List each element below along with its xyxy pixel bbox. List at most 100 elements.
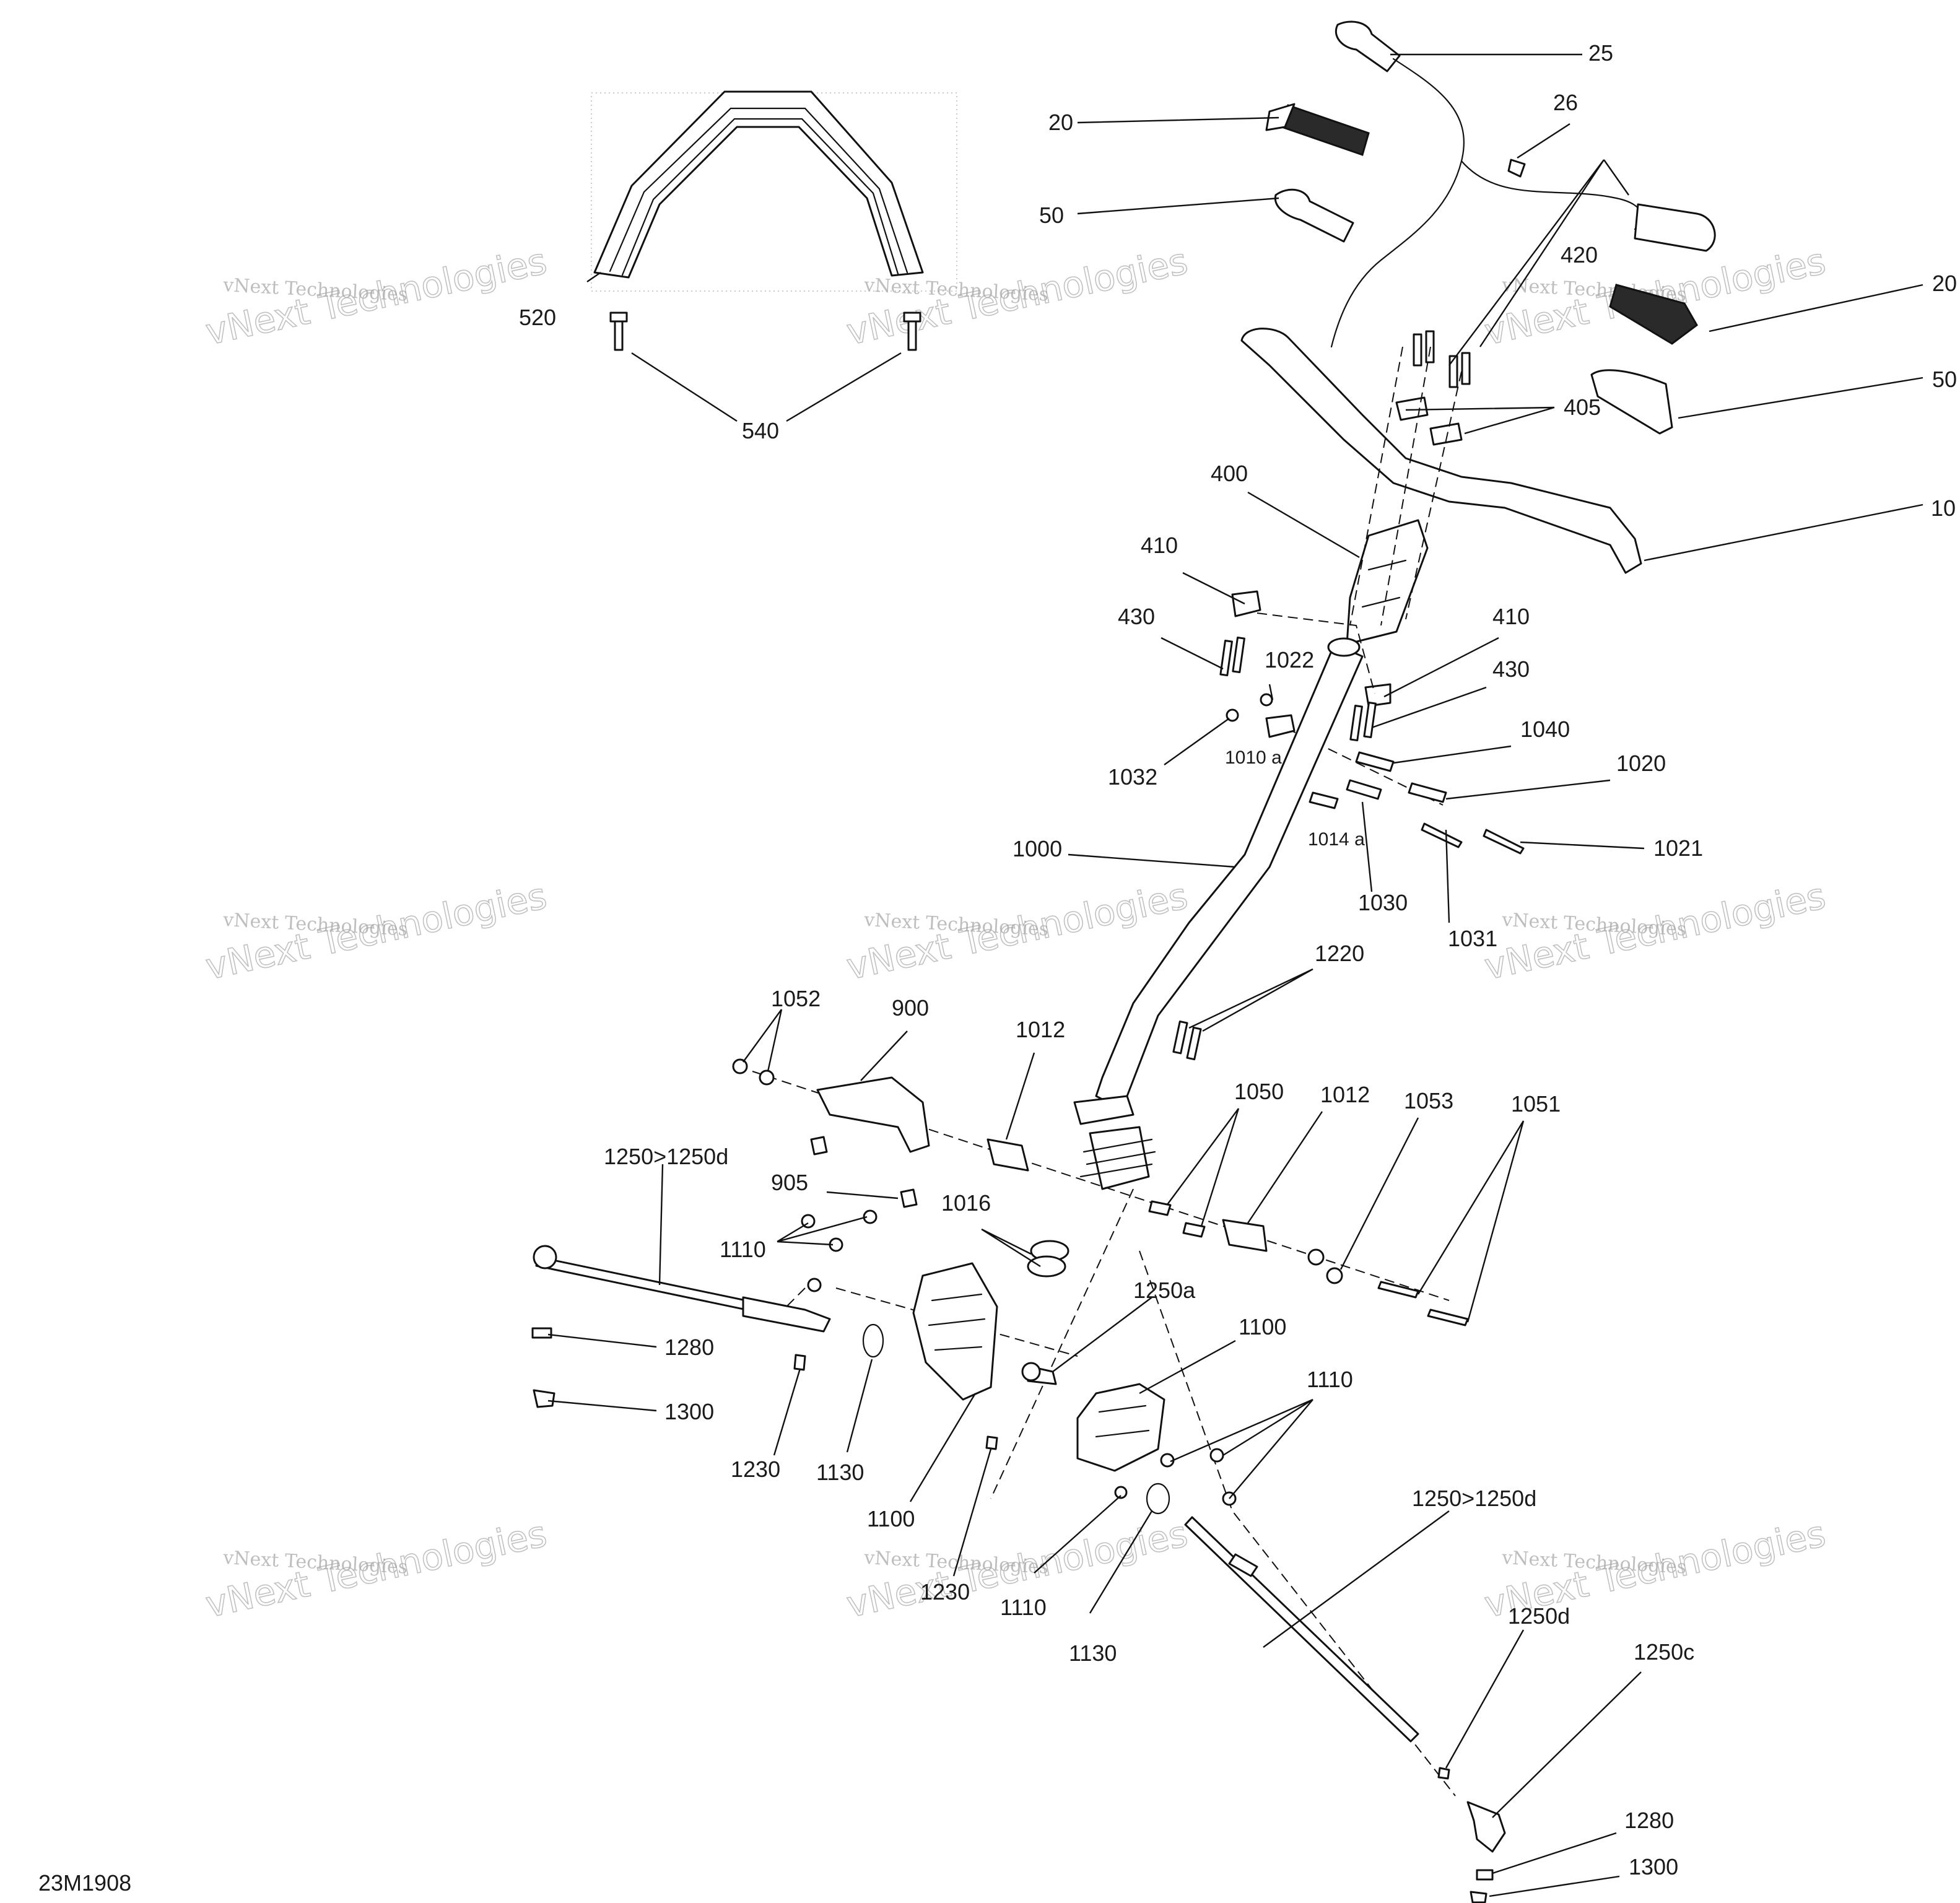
callout-1014-a: 1014 a <box>1308 829 1365 850</box>
cotter-pin <box>1470 1891 1487 1903</box>
pad-bolt <box>609 311 628 351</box>
clamp-bolt <box>1349 705 1363 742</box>
spacer <box>1182 1222 1206 1238</box>
callout-1021: 1021 <box>1653 835 1703 861</box>
jam-nut <box>531 1327 552 1339</box>
callout-1052: 1052 <box>771 986 821 1011</box>
callout-410: 410 <box>1492 604 1530 629</box>
drawing-id: 23M1908 <box>38 1870 131 1896</box>
callout-1000: 1000 <box>1013 836 1062 861</box>
spacer <box>810 1136 828 1156</box>
watermark-tile: vNext Technologies vNext Technologies <box>201 1512 551 1626</box>
callout-1030: 1030 <box>1358 890 1408 915</box>
callout-1022: 1022 <box>1265 647 1314 673</box>
callout-1250-1250d: 1250>1250d <box>604 1144 728 1169</box>
spacer <box>1346 779 1382 800</box>
leader-line <box>547 53 1923 1897</box>
clamp-bolt <box>1219 640 1233 677</box>
nut <box>1226 708 1239 722</box>
callout-1300: 1300 <box>664 1399 714 1424</box>
pin <box>985 1435 998 1450</box>
callout-1032: 1032 <box>1108 764 1157 790</box>
bolt <box>1483 829 1525 855</box>
callout-430: 430 <box>1492 656 1530 682</box>
callout-50: 50 <box>1932 367 1957 392</box>
washer <box>1326 1267 1343 1284</box>
callout-405: 405 <box>1564 394 1601 420</box>
wire-clip <box>1507 159 1526 178</box>
handlebar <box>1240 328 1642 574</box>
bolt <box>1421 822 1463 848</box>
steering-clamp <box>1364 683 1392 707</box>
tie-rod-end <box>1466 1801 1506 1853</box>
callout-1051: 1051 <box>1511 1091 1561 1117</box>
callout-1020: 1020 <box>1616 751 1666 776</box>
callout-430: 430 <box>1118 604 1155 629</box>
nut <box>863 1209 878 1224</box>
watermark-layer: vNext Technologies vNext Technologies vN… <box>201 239 1829 1626</box>
heated-grip <box>1335 20 1401 72</box>
callout-1012: 1012 <box>1016 1017 1065 1042</box>
callout-10: 10 <box>1931 495 1956 521</box>
callout-1031: 1031 <box>1448 926 1497 951</box>
sleeve <box>1408 782 1447 803</box>
callout-labels: 25 20 26 50 420 20 50 405 400 10 410 430… <box>519 40 1957 1879</box>
callout-1230: 1230 <box>731 1457 780 1482</box>
callout-1100: 1100 <box>1239 1314 1286 1339</box>
callout-1012: 1012 <box>1320 1082 1370 1107</box>
bolt <box>1377 1281 1419 1299</box>
bolt <box>1427 1309 1469 1326</box>
callout-1110: 1110 <box>1000 1595 1047 1620</box>
callout-1250d: 1250d <box>1508 1603 1570 1629</box>
pin <box>1309 791 1339 809</box>
callout-1100: 1100 <box>867 1506 915 1531</box>
callout-540: 540 <box>742 418 779 443</box>
sleeve <box>1355 751 1395 772</box>
handlebar-clamp <box>1395 396 1429 421</box>
bracket <box>1265 714 1296 738</box>
callout-1130: 1130 <box>816 1460 864 1485</box>
callout-1110: 1110 <box>1307 1367 1353 1392</box>
callout-1040: 1040 <box>1520 716 1570 742</box>
handlebar-bolt <box>1413 333 1422 367</box>
grip <box>1265 103 1370 156</box>
bolt <box>1172 1021 1188 1055</box>
grip-insert <box>1274 188 1354 243</box>
grip-insert <box>1590 369 1673 435</box>
callout-25: 25 <box>1588 40 1613 66</box>
nut <box>1260 693 1273 707</box>
heated-grip <box>1634 203 1716 252</box>
bushing <box>1222 1219 1268 1252</box>
handlebar-bolt <box>1448 355 1458 388</box>
callout-1250-1250d: 1250>1250d <box>1412 1486 1536 1511</box>
handlebar-pad <box>591 90 957 292</box>
callout-1250a: 1250a <box>1133 1278 1196 1303</box>
callout-905: 905 <box>771 1170 808 1195</box>
nut <box>759 1069 775 1086</box>
handlebar-bolt <box>1461 352 1471 385</box>
bushing <box>1027 1255 1066 1278</box>
steering-housing <box>1076 1383 1165 1472</box>
spacer <box>900 1188 918 1208</box>
cotter-pin <box>533 1389 555 1408</box>
grip <box>1609 284 1698 345</box>
clamp-bolt <box>1232 637 1245 674</box>
callout-50: 50 <box>1039 202 1064 228</box>
callout-1230: 1230 <box>920 1579 970 1605</box>
riser-block <box>1346 519 1429 645</box>
watermark-tile: vNext Technologies vNext Technologies <box>1480 874 1829 988</box>
callout-1220: 1220 <box>1315 941 1364 966</box>
tie-rod <box>533 1245 831 1333</box>
jam-nut <box>1476 1869 1494 1881</box>
callout-20: 20 <box>1932 271 1957 296</box>
steering-column <box>1073 637 1364 1190</box>
pin <box>1437 1767 1450 1780</box>
spacer <box>1148 1200 1172 1216</box>
callout-1280: 1280 <box>1624 1808 1674 1833</box>
ball-joint <box>1021 1362 1057 1385</box>
clamp-bolt <box>1363 702 1377 739</box>
callout-1053: 1053 <box>1404 1088 1453 1113</box>
callout-26: 26 <box>1553 90 1578 115</box>
tie-rod <box>1184 1516 1419 1743</box>
